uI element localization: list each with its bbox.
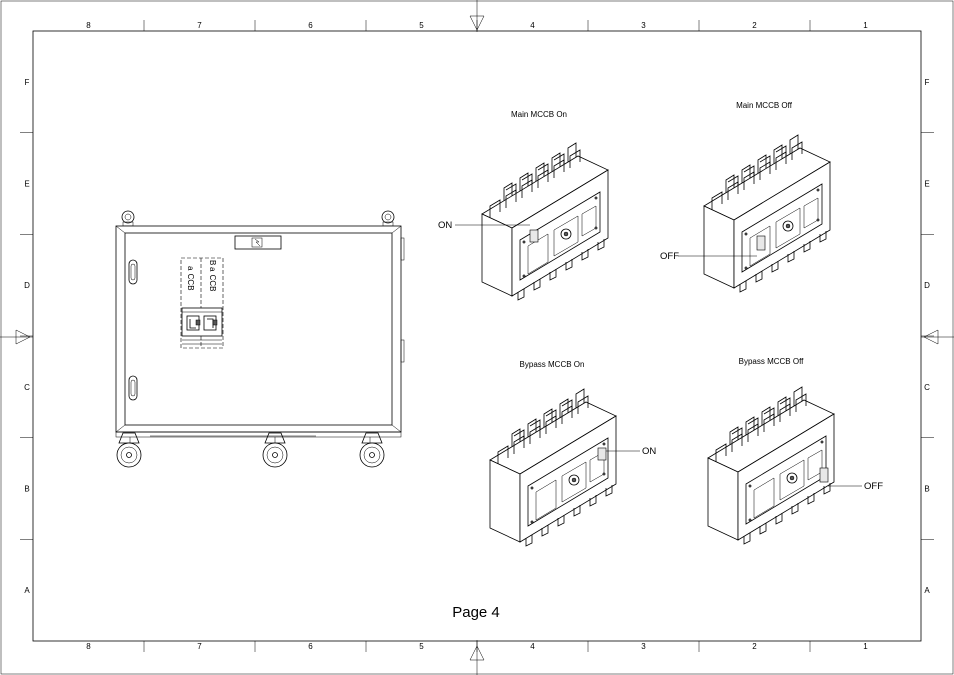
row-labels-left: F E D C B A (24, 78, 30, 595)
caption-bypass-on: Bypass MCCB On (520, 360, 585, 369)
callout-main-off: OFF (660, 251, 679, 262)
column-labels-bottom: 8 7 6 5 4 3 2 1 (86, 642, 868, 651)
mccb-main-off (703, 134, 831, 293)
handle-off (756, 235, 766, 251)
view-bypass-off: Bypass MCCB Off OFF (707, 357, 883, 545)
handle-on (529, 229, 539, 243)
column-label-top: 4 (530, 21, 535, 30)
row-label-left: E (24, 180, 29, 189)
callout-bypass-off: OFF (864, 481, 883, 492)
row-label-left: D (24, 281, 30, 290)
row-label-right: E (924, 180, 929, 189)
lifting-eye-left (121, 210, 135, 224)
caption-main-on: Main MCCB On (511, 110, 567, 119)
lifting-eye-right (381, 210, 395, 224)
row-label-left: C (24, 383, 30, 392)
breaker-window (180, 257, 224, 349)
column-label-bottom: 4 (530, 642, 535, 651)
view-main-off: Main MCCB Off OFF (660, 101, 831, 293)
door-handle-bottom (128, 375, 138, 401)
page-number: Page 4 (452, 604, 500, 621)
column-label-top: 3 (641, 21, 646, 30)
column-label-top: 6 (308, 21, 313, 30)
door-handle-top (128, 259, 138, 285)
column-label-top: 8 (86, 21, 91, 30)
breaker-left-label: a CCB (186, 266, 195, 291)
column-label-top: 1 (863, 21, 868, 30)
zone-ticks (20, 20, 934, 652)
mccb-main-on (481, 142, 609, 301)
column-label-bottom: 6 (308, 642, 313, 651)
column-label-top: 7 (197, 21, 202, 30)
caster-right (359, 432, 385, 468)
cabinet-drawing: a CCB B a CCB (115, 210, 405, 468)
warning-plate (234, 235, 282, 250)
mccb-bypass-on (489, 388, 617, 547)
handle-bypass-off (819, 467, 829, 483)
row-label-left: A (24, 586, 30, 595)
column-label-bottom: 5 (419, 642, 424, 651)
column-label-top: 2 (752, 21, 757, 30)
callout-bypass-on: ON (642, 446, 656, 457)
row-label-right: A (924, 586, 930, 595)
caster-left (116, 432, 142, 468)
view-main-on: Main MCCB On ON (438, 110, 609, 301)
caption-main-off: Main MCCB Off (736, 101, 793, 110)
row-label-right: D (924, 281, 930, 290)
row-labels-right: F E D C B A (924, 78, 930, 595)
column-label-top: 5 (419, 21, 424, 30)
column-label-bottom: 7 (197, 642, 202, 651)
breaker-faces (181, 307, 223, 337)
cabinet-door (124, 232, 393, 426)
caption-bypass-off: Bypass MCCB Off (739, 357, 805, 366)
handle-bypass-on (597, 447, 607, 461)
cabinet-enclosure (115, 225, 402, 433)
row-label-right: F (925, 78, 930, 87)
column-label-bottom: 3 (641, 642, 646, 651)
view-bypass-on: Bypass MCCB On ON (489, 360, 656, 547)
row-label-right: B (924, 485, 929, 494)
breaker-right-label: B a CCB (208, 260, 217, 291)
column-labels-top: 8 7 6 5 4 3 2 1 (86, 21, 868, 30)
mccb-bypass-off (707, 386, 835, 545)
column-label-bottom: 1 (863, 642, 868, 651)
callout-main-on: ON (438, 220, 452, 231)
row-label-right: C (924, 383, 930, 392)
row-label-left: B (24, 485, 29, 494)
row-label-left: F (25, 78, 30, 87)
column-label-bottom: 2 (752, 642, 757, 651)
column-label-bottom: 8 (86, 642, 91, 651)
